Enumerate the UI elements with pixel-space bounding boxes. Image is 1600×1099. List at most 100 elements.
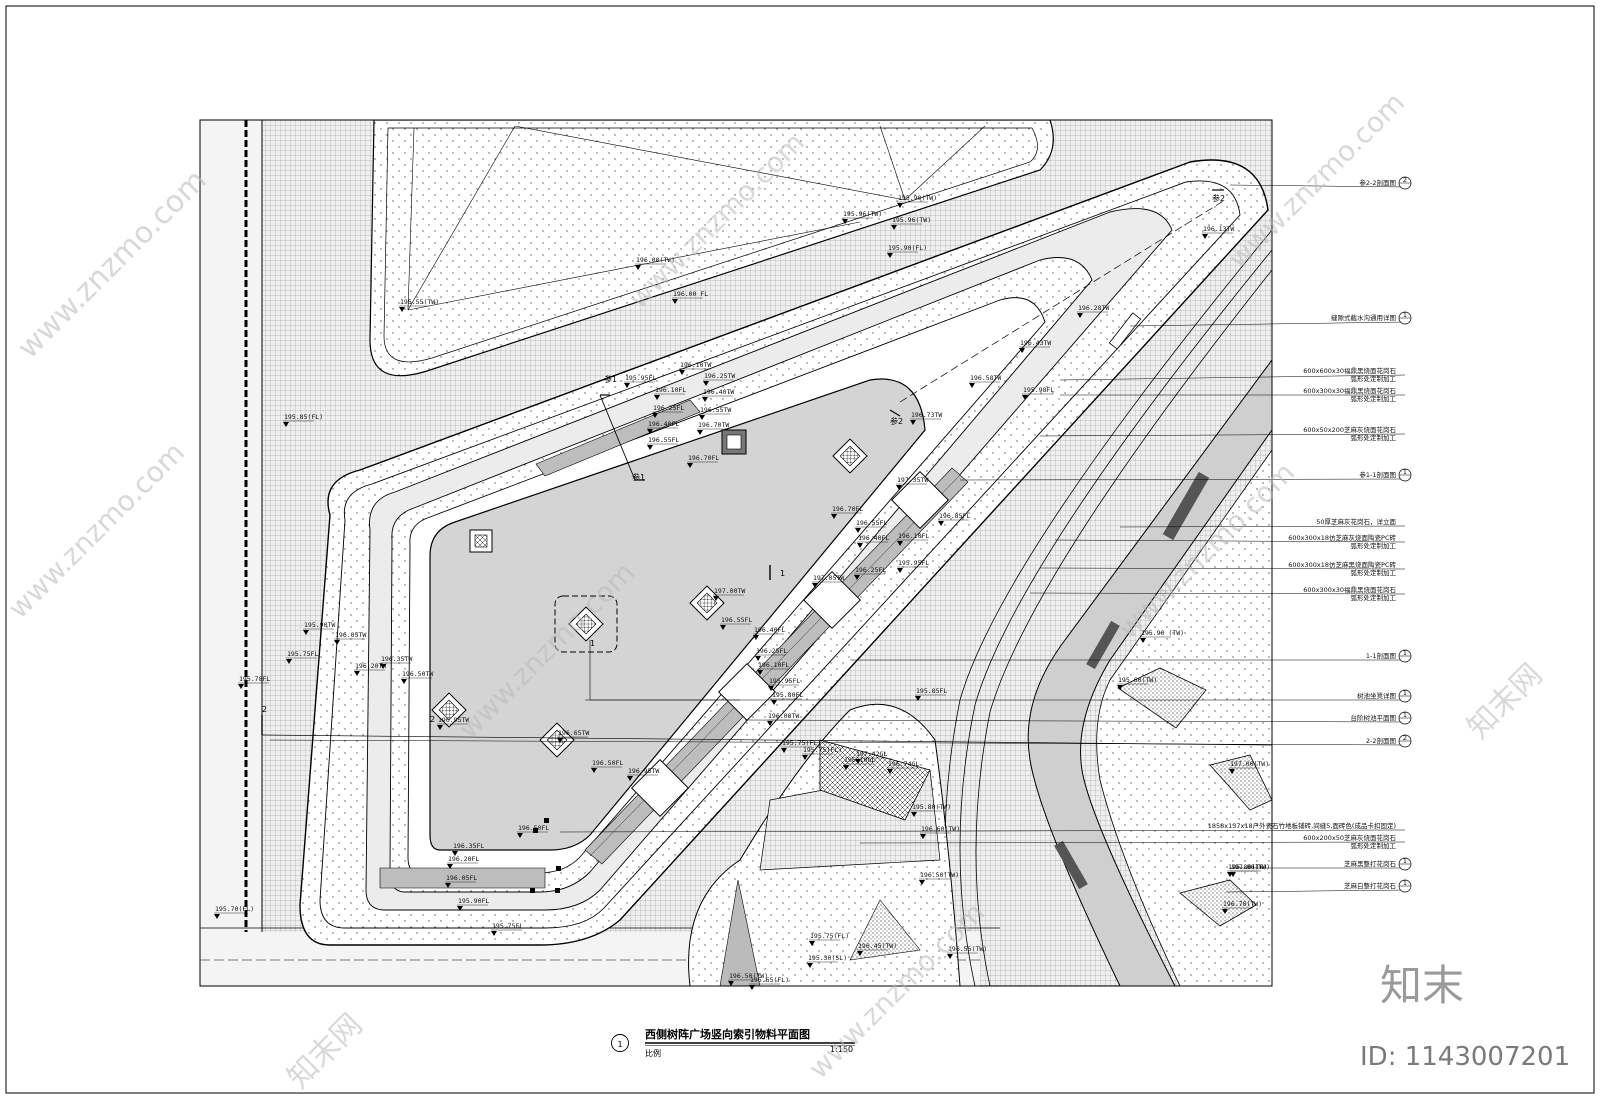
elevation-marker [679,370,685,375]
title-block: 1 西侧树阵广场竖向索引物料平面图 比例 1:150 [560,1027,1100,1094]
elevation-text: 196.70(TW) [1223,900,1262,908]
light-markers [530,818,561,893]
elevation-text: 195.75(FL) [810,932,849,940]
elevation-label: 195.96(TW) [842,210,882,224]
callout-text: 弧形处定制加工 [1351,541,1397,550]
callout-leader [1225,889,1406,893]
elevation-marker [938,521,944,526]
section-mark: 1 [590,639,595,648]
callout: 600x600x30福鼎黑烧面花岗石 [1059,366,1406,381]
elevation-marker [857,951,863,956]
elevation-marker [1222,909,1228,914]
elevation-marker [654,395,660,400]
elevation-label: 196.55FL [720,616,752,630]
elevation-text: 195.80FL [772,691,803,699]
elevation-label: 196.25TW [703,372,735,386]
elevation-text: 195.96(TW) [843,210,882,218]
callout-text: 弧形处定制加工 [1351,394,1397,403]
elevation-marker [753,635,759,640]
elevation-marker [809,941,815,946]
elevation-marker [887,253,893,258]
callout-ref-number: 1 [1403,468,1407,476]
section-mark: 参2 [890,416,903,426]
elevation-marker [1140,638,1146,643]
elevation-marker [447,864,453,869]
elevation-marker [771,700,777,705]
elevation-marker [652,413,658,418]
elevation-marker [1022,395,1028,400]
elevation-label: 196.10FL [654,386,686,400]
elevation-text: 195.80(TW) [912,803,951,811]
callout-leader [1054,539,1406,543]
elevation-text: 195.70(FL) [215,905,254,913]
elevation-marker [897,203,903,208]
elevation-text: 195.80(TW) [1228,863,1267,871]
watermark-site: www.znzmo.com [11,163,214,366]
callout-text: 参1-1剖面图 [1359,470,1396,479]
elevation-text: 196.43TW [1020,339,1051,347]
elevation-marker [855,759,861,764]
callout-text: 弧形处定制加工 [1351,374,1397,383]
callout-leader [1229,184,1406,188]
elevation-marker [286,659,292,664]
elevation-label: 195.75(FL) [802,746,842,760]
callout: 600x300x30福鼎黑烧面花岗石 [1029,585,1406,595]
drawing-number: 1 [617,1040,622,1049]
elevation-text: 195.85FL [916,687,947,695]
elevation-marker [857,543,863,548]
callout: 参1-1剖面图 1 [959,468,1412,482]
elevation-text: 196.00(TW) [636,256,675,264]
callout-text: 1-1剖面图 [1366,651,1396,660]
tree-pit [539,722,575,758]
elevation-marker [399,307,405,312]
elevation-marker [635,265,641,270]
elevation-label: 195.75FL [491,922,523,936]
callout: 弧形处定制加工 [1351,541,1397,550]
callout-text: 1858x137x18户外瓷石竹地板铺砖,间缝5,面砖色(成品卡扣固定) [1208,821,1396,830]
elevation-label: 196.73TW [910,411,942,425]
callout-text: 弧形处定制加工 [1351,433,1397,442]
callout: 600x50x200芝麻灰烧面花岗石 [1039,425,1406,437]
elevation-text: 196.20TW [355,662,386,670]
plan-body [200,120,1272,986]
elevation-text: 196.74GL [888,760,919,768]
elevation-label: 195.80FL [771,691,803,705]
elevation-label: 196.40FL [753,626,785,640]
elevation-text: 197.05TW [813,574,844,582]
elevation-marker [767,721,773,726]
elevation-label: 195.75(FL) [781,739,821,753]
elevation-label: 195.30(SL) [807,954,847,968]
elevation-text: 196.00 FL [673,290,708,298]
tree-pit [721,429,747,455]
tree-pit [469,529,493,553]
elevation-text: 197.00TW [714,587,745,595]
elevation-text: 196.50FL [518,824,549,832]
elevation-marker [812,583,818,588]
elevation-marker [855,528,861,533]
elevation-text: 197.00(TW) [1230,760,1269,768]
elevation-text: 196.70TW [698,421,729,429]
elevation-marker [854,575,860,580]
callout-text: 缝隙式截水沟通用详图 [1331,313,1396,322]
elevation-label: 196.10TW [679,361,711,375]
elevation-text: 196.25TW [704,372,735,380]
elevation-label: 196.70FL [687,454,719,468]
callout-leader [1119,525,1406,528]
elevation-marker [687,463,693,468]
callout-text: 600x300x30福鼎黑烧面花岗石 [1303,386,1396,395]
elevation-label: 195.90(TW) [897,194,937,208]
callout-text: 50厚芝麻灰花岗石，详立面 [1316,517,1396,526]
elevation-text: 196.05FL [446,874,477,882]
callout-ref-number: 2 [1403,734,1407,742]
scale-value: 1:150 [830,1045,853,1054]
elevation-marker [437,725,443,730]
elevation-text: 196.10TW [680,361,711,369]
elevation-text: 196.50FL [592,759,623,767]
elevation-text: 196.50TW [402,670,433,678]
elevation-label: 196.40FL [647,420,679,434]
elevation-label: 196.20TW [354,662,386,676]
elevation-label: 196.35FL [452,842,484,856]
elevation-text: 196.45(TW) [858,942,897,950]
elevation-label: 196.95TW [627,767,659,781]
